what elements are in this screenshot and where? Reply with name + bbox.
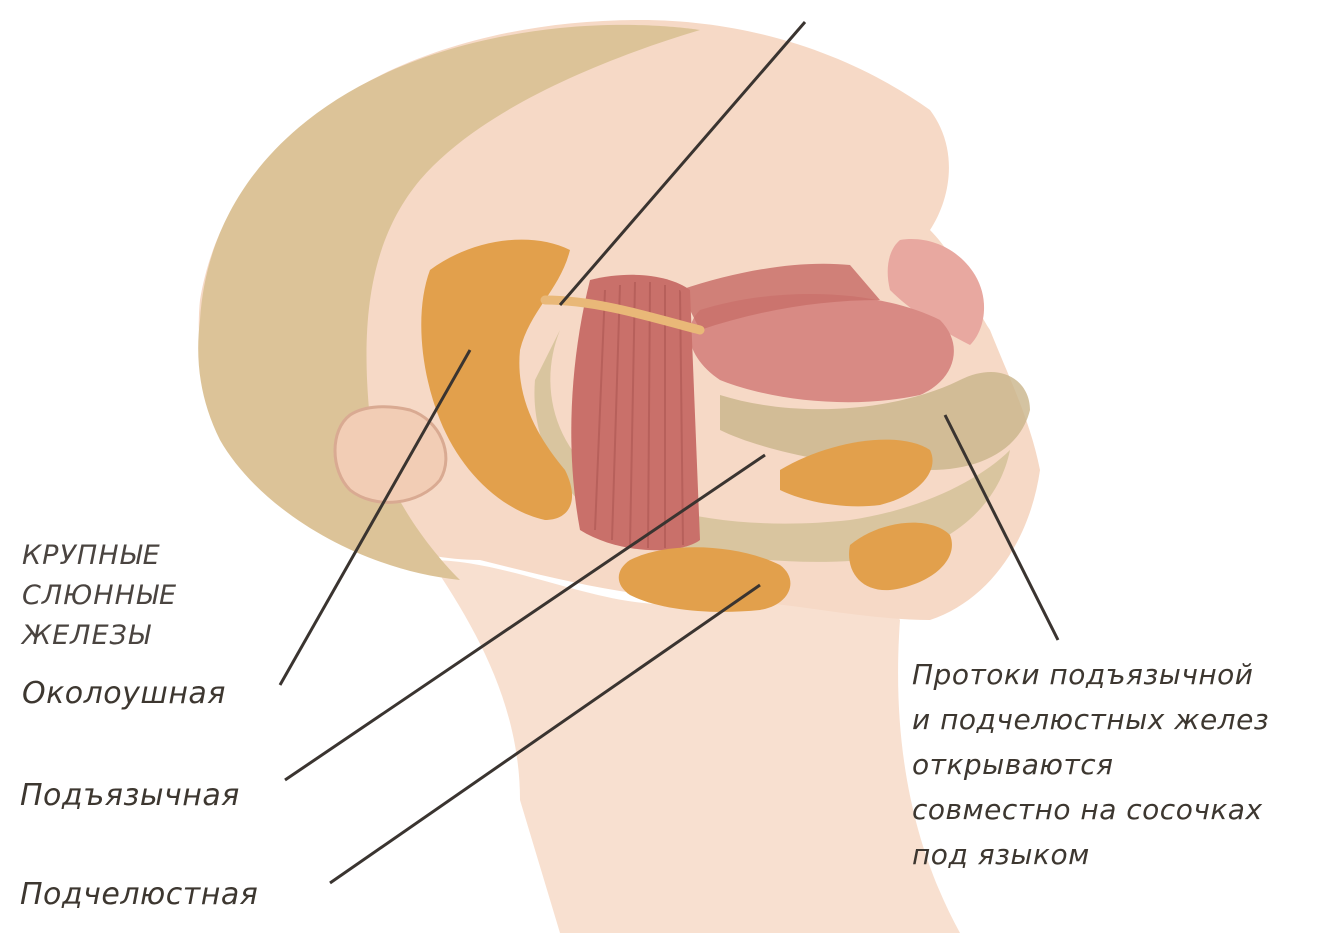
label-parotid: Околоушная [22, 676, 226, 711]
label-sublingual: Подъязычная [20, 778, 240, 813]
label-ducts: Протоки подъязычной и подчелюстных желез… [912, 652, 1269, 877]
label-submandibular: Подчелюстная [20, 877, 258, 912]
diagram-heading: КРУПНЫЕ СЛЮННЫЕ ЖЕЛЕЗЫ [22, 536, 177, 656]
